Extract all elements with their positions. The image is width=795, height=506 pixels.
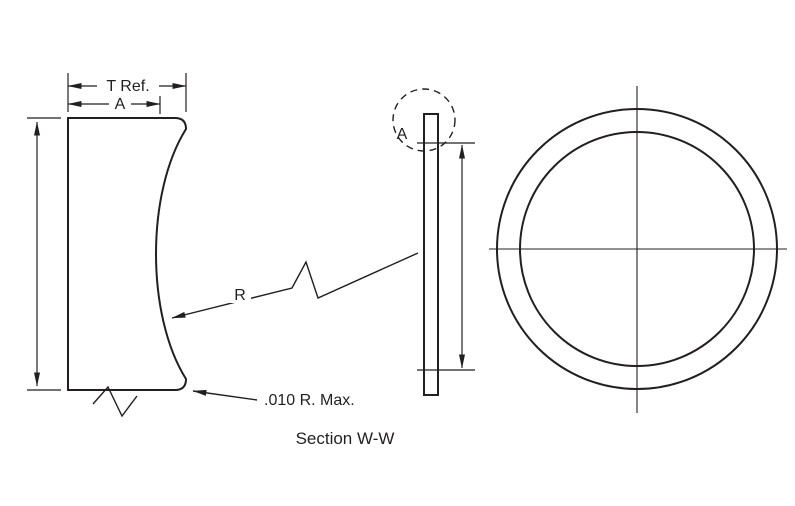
dim-a-label: A xyxy=(115,96,126,113)
section-view-outline xyxy=(67,117,188,391)
corner-radius-leader xyxy=(192,389,258,401)
corner-radius-note: .010 R. Max. xyxy=(264,392,355,409)
detail-callout-circle xyxy=(392,88,456,152)
radius-label: R xyxy=(234,287,246,304)
t-ref-label: T Ref. xyxy=(106,78,149,95)
detail-callout-label: A xyxy=(397,126,408,143)
bottom-break-line xyxy=(92,385,138,418)
radius-leader-line xyxy=(171,252,419,319)
radius-label-backing xyxy=(229,286,251,303)
section-caption: Section W-W xyxy=(296,429,395,448)
edge-view-rect xyxy=(423,113,439,396)
